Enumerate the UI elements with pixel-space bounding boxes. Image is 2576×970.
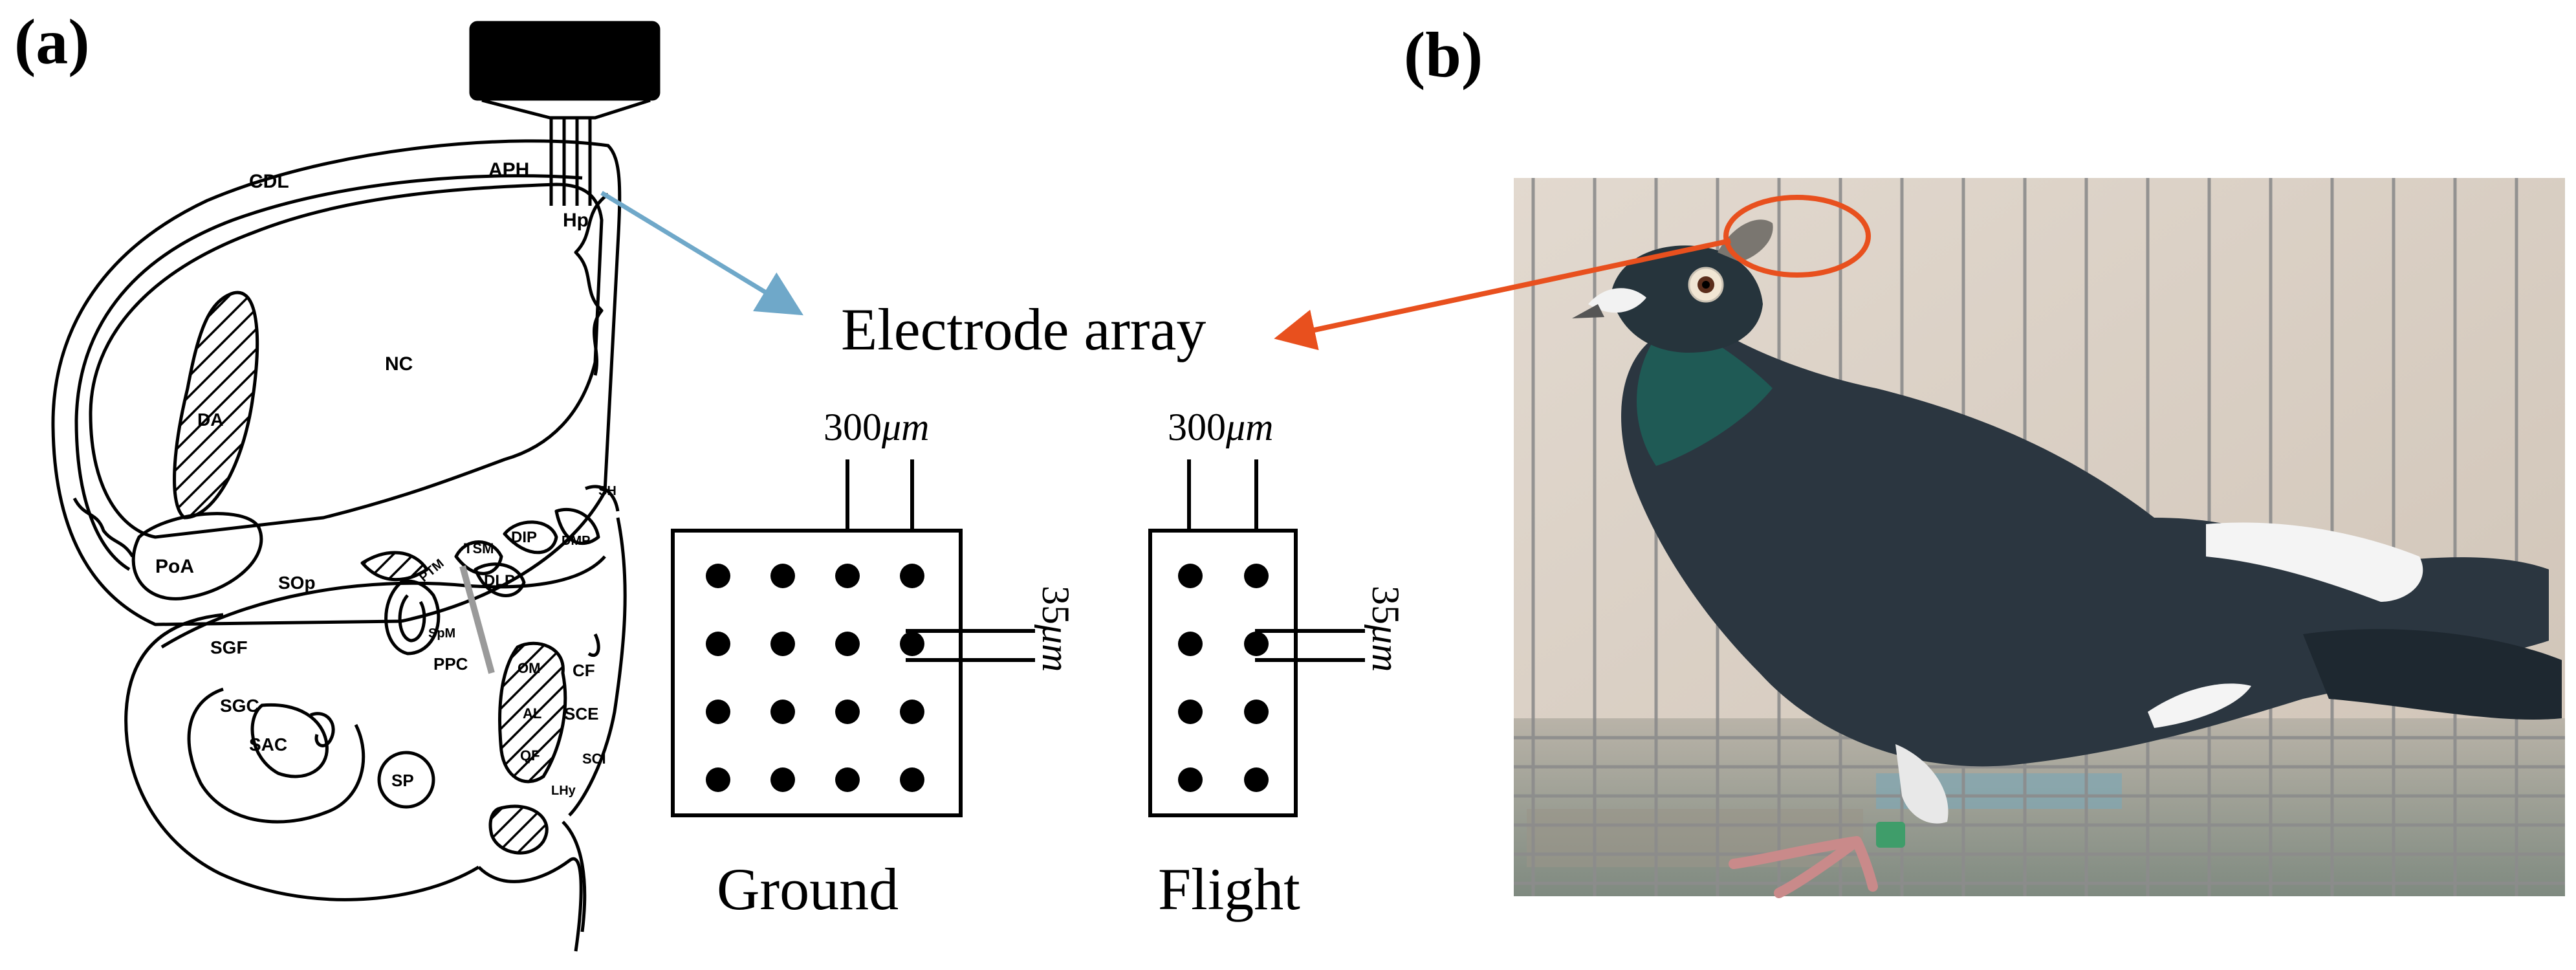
flight-electrode-site (1178, 767, 1203, 792)
flight-electrode-site (1244, 700, 1269, 724)
ground-label: Ground (717, 856, 899, 922)
ground-gap-value: 35μm (1034, 586, 1077, 672)
brain-to-array-arrow (600, 191, 803, 316)
label-sac: SAC (249, 734, 287, 755)
ground-electrode-site (706, 564, 730, 588)
label-al: AL (523, 705, 541, 722)
label-ppc: PPC (433, 654, 468, 674)
label-cdl: CDL (249, 171, 289, 192)
ground-electrode-site (835, 767, 860, 792)
flight-electrode-site (1178, 700, 1203, 724)
pigeon (1572, 219, 2562, 898)
label-spm: SpM (428, 626, 455, 641)
ground-electrode-site (770, 767, 795, 792)
label-tsm: TSM (464, 540, 494, 557)
flight-electrode-site (1244, 564, 1269, 588)
label-sp: SP (391, 771, 414, 790)
label-dlp: DLP (484, 572, 515, 590)
ground-electrode-site (900, 700, 924, 724)
label-sci: SCI (582, 751, 606, 767)
photo-to-array-arrow (1274, 238, 1731, 351)
ground-electrode-site (900, 767, 924, 792)
flight-electrode-sites (1178, 564, 1269, 792)
ground-electrode-site (706, 700, 730, 724)
label-om: OM (518, 660, 540, 676)
flight-gap-value: 35μm (1364, 586, 1407, 672)
label-aph: APH (488, 159, 529, 181)
flight-pitch-value: 300μm (1168, 406, 1273, 448)
flight-electrode-site (1178, 564, 1203, 588)
label-dmp: DMP (562, 534, 590, 548)
brain-section-diagram (51, 21, 660, 952)
ground-electrode-site (900, 632, 924, 656)
label-sgf: SGF (210, 637, 248, 657)
label-sh: SH (598, 484, 617, 498)
ground-electrode-site (770, 564, 795, 588)
ground-electrode-site (770, 632, 795, 656)
pigeon-photo (1514, 178, 2565, 898)
implant-highlight-circle (1723, 195, 1871, 278)
flight-electrode-site (1178, 632, 1203, 656)
region-da-hatched (173, 291, 259, 520)
electrode-array-title: Electrode array (841, 296, 1206, 362)
label-dip: DIP (511, 529, 537, 546)
label-sgc: SGC (220, 696, 259, 716)
ground-electrode-site (900, 564, 924, 588)
ground-electrode-site (770, 700, 795, 724)
panel-label-b: (b) (1404, 19, 1483, 91)
electrode-connector (469, 21, 660, 101)
label-qf: QF (520, 747, 540, 764)
ground-electrode-site (835, 632, 860, 656)
flight-array: 300μm 35μm Flight (1148, 406, 1407, 922)
region-om-al-hatched (498, 641, 567, 784)
label-lhy: LHy (551, 784, 576, 798)
label-da: DA (197, 410, 223, 430)
label-sce: SCE (564, 704, 598, 723)
panel-label-a: (a) (14, 6, 90, 78)
ground-electrode-site (706, 767, 730, 792)
ground-electrode-sites (706, 564, 924, 792)
flight-electrode-site (1244, 767, 1269, 792)
ground-electrode-site (835, 564, 860, 588)
ground-pitch-value: 300μm (824, 406, 929, 448)
label-sop: SOp (278, 573, 316, 593)
flight-array-frame (1148, 529, 1298, 817)
flight-electrode-site (1244, 632, 1269, 656)
label-nc: NC (385, 353, 413, 375)
label-poa: PoA (155, 556, 194, 577)
ground-array: 300μm 35μm Ground (671, 406, 1077, 922)
brain-region-labels: CDL APH Hp NC DA PoA SOp SGF SGC SAC SP … (155, 159, 617, 798)
label-cf: CF (573, 661, 595, 680)
ground-electrode-site (706, 632, 730, 656)
ground-electrode-site (835, 700, 860, 724)
label-hp: Hp (563, 210, 589, 231)
flight-label: Flight (1158, 856, 1300, 922)
